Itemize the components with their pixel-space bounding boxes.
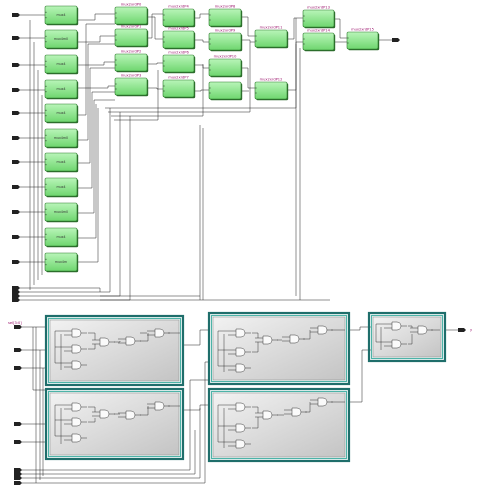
mux-block-c1-6: mux4m0 — [44, 128, 79, 149]
mux-block-c6-1 — [302, 9, 336, 29]
mux-block-c2-4 — [114, 77, 149, 97]
mux-block-c3-1 — [162, 8, 196, 28]
mux-block-c3-1-label: mux2xrdP4 — [168, 5, 189, 9]
mux-block-c4-3 — [208, 58, 243, 78]
mux-block-c3-4-label: mux2xrdP7 — [168, 76, 188, 80]
mux-block-c1-4: mux4 — [44, 79, 79, 100]
mux-block-c4-1 — [208, 8, 243, 28]
mux-block-c6-2-label: mux2xrdP14 — [307, 29, 330, 33]
frame-right — [367, 311, 447, 363]
mux-block-c2-2-label: mux2xrdP1 — [121, 25, 141, 29]
mux-block-c5-1-label: mux2xrdP11 — [260, 26, 283, 30]
mux-block-c1-3: mux4 — [44, 54, 79, 75]
mux-block-c1-6-text: mux4m0 — [54, 136, 68, 140]
mux-block-c4-1-label: mux2xrdP8 — [215, 5, 236, 9]
mux-block-c2-1-label: mux2xrdP0 — [121, 3, 142, 7]
mux-block-c4-2-label: mux2xrdP9 — [215, 29, 236, 33]
frame-bottom-left — [44, 387, 185, 461]
frame-bottom-mid — [207, 387, 351, 463]
mux-block-c2-2 — [114, 28, 149, 48]
mux-block-c1-11-text: mux4m — [55, 260, 67, 264]
mux-block-c1-4-text: mux4 — [56, 87, 65, 91]
mux-block-c1-2-text: mux4m0 — [54, 37, 68, 41]
bottom-wires — [14, 326, 458, 484]
mux-block-c6-1-label: mux2xrdP13 — [307, 6, 330, 10]
gate-level-frames — [44, 311, 447, 463]
mux-block-c1-3-text: mux4 — [56, 62, 65, 66]
mux-block-c1-8: mux4 — [44, 177, 79, 198]
output-port-label: y — [470, 328, 473, 332]
bottom-input-ports — [14, 325, 466, 485]
mux-block-c1-9-text: mux4m0 — [54, 210, 68, 214]
mux-block-c1-2: mux4m0 — [44, 29, 79, 50]
mux-block-c1-1: mux4 — [44, 5, 79, 26]
mux-block-c3-2 — [162, 30, 196, 50]
mux-block-c1-10: mux4 — [44, 227, 79, 248]
mux-block-c2-3-label: mux2xrdP2 — [121, 50, 141, 54]
frame-top-left — [44, 314, 185, 387]
mux-block-c3-3-label: mux2xrdP6 — [168, 51, 189, 55]
top-mux-blocks: mux4 mux4m0 mux4 mux4 mux4 mux4m0 mux4 mux4 mux4… — [44, 3, 380, 273]
mux-block-c1-7: mux4 — [44, 152, 79, 173]
mux-block-c1-7-text: mux4 — [56, 160, 65, 164]
mux-block-c1-5: mux4 — [44, 103, 79, 124]
mux-block-c2-1 — [114, 6, 149, 26]
mux-block-final — [346, 31, 380, 51]
mux-block-c5-2 — [254, 81, 289, 101]
mux-block-c2-4-label: mux2xrdP3 — [121, 74, 141, 78]
mux-block-c5-1 — [254, 29, 289, 49]
mux-block-c3-4 — [162, 79, 196, 99]
select-port-label: sel[3:0] — [8, 321, 22, 325]
top-input-ports — [12, 13, 400, 302]
mux-block-final-label: mux2xrdP15 — [351, 28, 374, 32]
mux-block-c4-4 — [208, 81, 243, 101]
mux-block-c1-1-text: mux4 — [56, 13, 65, 17]
mux-block-c3-3 — [162, 54, 196, 74]
mux-block-c5-2-label: mux2xrdP12 — [260, 78, 283, 82]
mux-block-c1-10-text: mux4 — [56, 235, 65, 239]
mux-block-c3-2-label: mux2xrdP5 — [168, 27, 188, 31]
mux-block-c1-9: mux4m0 — [44, 202, 79, 223]
mux-block-c4-2 — [208, 32, 243, 52]
top-wires — [14, 13, 392, 301]
mux-block-c1-11: mux4m — [44, 252, 79, 273]
mux-block-c1-8-text: mux4 — [56, 185, 65, 189]
mux-block-c1-5-text: mux4 — [56, 111, 65, 115]
mux-block-c6-2 — [302, 32, 336, 52]
frame-top-mid — [207, 311, 351, 386]
mux-block-c4-3-label: mux2xrdP10 — [214, 55, 237, 59]
mux-block-c2-3 — [114, 53, 149, 73]
